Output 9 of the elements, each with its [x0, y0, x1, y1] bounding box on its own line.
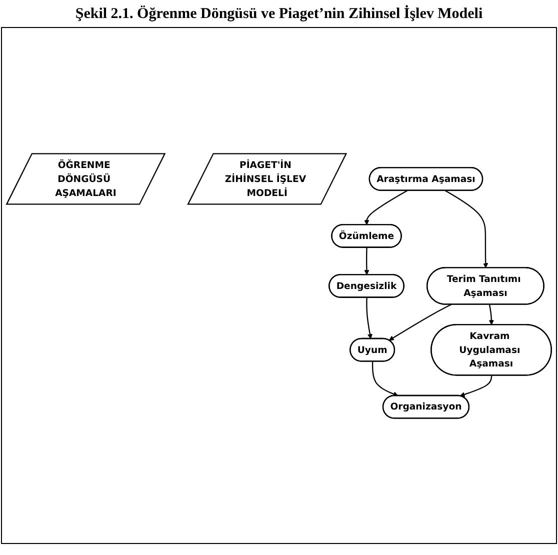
arrow [364, 190, 408, 225]
arrow [460, 375, 492, 396]
figure-title: Şekil 2.1. Öğrenme Döngüsü ve Piaget’nin Zihinsel İşlev Modeli [74, 6, 484, 23]
arrow [364, 247, 370, 275]
arrow [488, 304, 494, 325]
arrow [444, 190, 488, 268]
arrow [372, 361, 398, 396]
arrow [366, 297, 372, 339]
arrow [388, 304, 452, 340]
